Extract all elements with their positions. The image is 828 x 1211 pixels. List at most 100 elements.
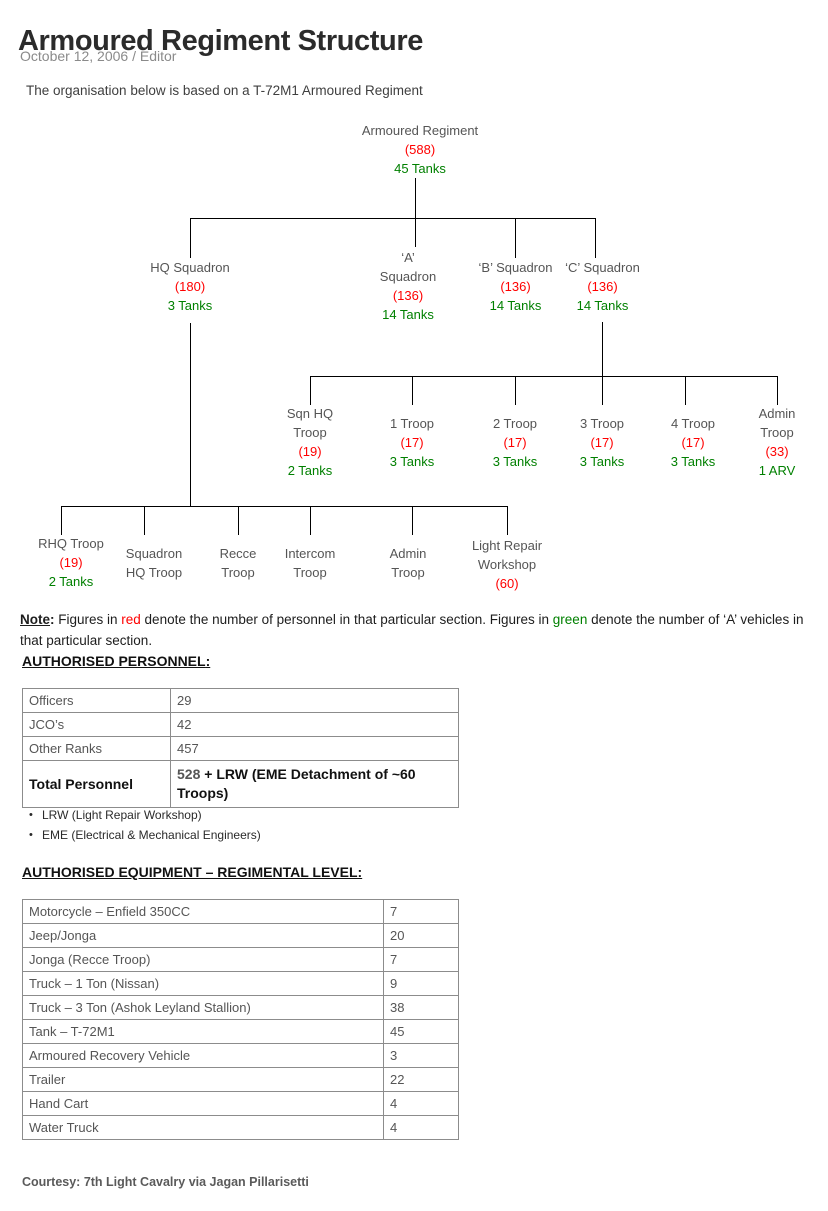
- section-heading-text: AUTHORISED PERSONNEL: [22, 653, 206, 669]
- legend-note: Note: Figures in red denote the number o…: [20, 609, 820, 651]
- total-suffix: + LRW (EME Detachment of ~60 Troops): [177, 766, 416, 801]
- connector-drop-admin-troop-hq: [412, 506, 413, 535]
- row-value: 4: [383, 1091, 459, 1116]
- node-label: 4 Troop: [670, 416, 716, 431]
- node-personnel: (19): [298, 444, 322, 459]
- list-item: LRW (Light Repair Workshop): [29, 805, 261, 825]
- connector-hq-squadron-trunk: [190, 323, 191, 506]
- table-row: Water Truck 4: [22, 1115, 459, 1140]
- node-personnel: (17): [681, 435, 705, 450]
- connector-drop-squadron-hq-troop: [144, 506, 145, 535]
- section-heading-personnel: AUTHORISED PERSONNEL:: [22, 653, 210, 669]
- node-label-line1: Squadron: [125, 546, 183, 561]
- node-label-line1: Light Repair: [471, 538, 543, 553]
- table-row: Tank – T-72M1 45: [22, 1019, 459, 1044]
- node-rhq-troop: RHQ Troop (19) 2 Tanks: [16, 534, 126, 591]
- node-hq-squadron: HQ Squadron (180) 3 Tanks: [110, 258, 270, 315]
- node-a-squadron: ‘A’ Squadron (136) 14 Tanks: [358, 248, 458, 324]
- node-personnel: (33): [765, 444, 789, 459]
- table-row: Jeep/Jonga 20: [22, 923, 459, 948]
- node-4-troop: 4 Troop (17) 3 Tanks: [645, 414, 741, 471]
- node-personnel: (17): [590, 435, 614, 450]
- row-value: 457: [170, 736, 459, 761]
- row-value: 20: [383, 923, 459, 948]
- node-vehicles: 14 Tanks: [576, 298, 629, 313]
- connector-level2-bar: [190, 218, 596, 219]
- node-1-troop: 1 Troop (17) 3 Tanks: [364, 414, 460, 471]
- node-label-line2: Troop: [293, 425, 327, 440]
- note-part2: denote the number of personnel in that p…: [140, 611, 553, 627]
- row-label: Motorcycle – Enfield 350CC: [22, 899, 384, 924]
- node-b-squadron: ‘B’ Squadron (136) 14 Tanks: [448, 258, 583, 315]
- connector-level3-bar: [310, 376, 778, 377]
- section-heading-colon: :: [357, 864, 363, 880]
- table-row-total: Total Personnel 528 + LRW (EME Detachmen…: [22, 760, 459, 808]
- connector-drop-light-repair-workshop: [507, 506, 508, 535]
- node-label-line2: Troop: [760, 425, 794, 440]
- node-admin-troop-squadron: Admin Troop (33) 1 ARV: [734, 404, 820, 480]
- row-value: 45: [383, 1019, 459, 1044]
- node-label-line2: Troop: [391, 565, 425, 580]
- node-vehicles: 3 Tanks: [492, 454, 538, 469]
- node-2-troop: 2 Troop (17) 3 Tanks: [467, 414, 563, 471]
- connector-drop-intercom-troop: [310, 506, 311, 535]
- authorised-personnel-table: Officers 29 JCO’s 42 Other Ranks 457 Tot…: [22, 688, 459, 808]
- node-label-line1: Sqn HQ: [286, 406, 334, 421]
- row-label: Other Ranks: [22, 736, 171, 761]
- row-value: 22: [383, 1067, 459, 1092]
- node-label-line1: ‘A’: [401, 250, 415, 265]
- node-label-line2: Workshop: [477, 557, 537, 572]
- connector-drop-3-troop: [602, 376, 603, 405]
- byline-separator: /: [132, 48, 136, 64]
- node-label: Armoured Regiment: [361, 123, 479, 138]
- node-personnel: (17): [400, 435, 424, 450]
- node-label-line2: Troop: [293, 565, 327, 580]
- row-value: 9: [383, 971, 459, 996]
- node-label-line1: Admin: [389, 546, 427, 561]
- authorised-equipment-table: Motorcycle – Enfield 350CC 7 Jeep/Jonga …: [22, 899, 459, 1140]
- acronym-list: LRW (Light Repair Workshop) EME (Electri…: [20, 805, 261, 845]
- byline: October 12, 2006 / Editor: [20, 48, 176, 64]
- courtesy-line: Courtesy: 7th Light Cavalry via Jagan Pi…: [22, 1175, 309, 1189]
- connector-drop-c-squadron: [595, 218, 596, 258]
- row-label: Water Truck: [22, 1115, 384, 1140]
- node-label: 1 Troop: [389, 416, 435, 431]
- post-author[interactable]: Editor: [139, 48, 177, 64]
- node-squadron-hq-troop: Squadron HQ Troop: [104, 544, 204, 582]
- node-label: 3 Troop: [579, 416, 625, 431]
- row-label: Trailer: [22, 1067, 384, 1092]
- node-label: ‘C’ Squadron: [565, 260, 640, 275]
- node-label: ‘B’ Squadron: [478, 260, 553, 275]
- node-vehicles: 3 Tanks: [579, 454, 625, 469]
- row-label: Armoured Recovery Vehicle: [22, 1043, 384, 1068]
- intro-text: The organisation below is based on a T-7…: [26, 83, 423, 98]
- node-recce-troop: Recce Troop: [196, 544, 280, 582]
- row-value: 42: [170, 712, 459, 737]
- connector-drop-2-troop: [515, 376, 516, 405]
- row-label: Truck – 1 Ton (Nissan): [22, 971, 384, 996]
- node-label-line1: Recce: [219, 546, 257, 561]
- node-personnel: (17): [503, 435, 527, 450]
- connector-drop-hq-squadron: [190, 218, 191, 258]
- connector-drop-admin-troop: [777, 376, 778, 405]
- connector-drop-b-squadron: [515, 218, 516, 258]
- section-heading-text: AUTHORISED EQUIPMENT – REGIMENTAL LEVEL: [22, 864, 358, 880]
- node-vehicles: 3 Tanks: [167, 298, 213, 313]
- node-personnel: (180): [174, 279, 206, 294]
- node-intercom-troop: Intercom Troop: [262, 544, 358, 582]
- node-label: 2 Troop: [492, 416, 538, 431]
- node-label: RHQ Troop: [38, 536, 104, 551]
- row-value: 7: [383, 947, 459, 972]
- node-label-line1: Admin: [758, 406, 796, 421]
- note-colon: :: [50, 611, 55, 627]
- row-label: Tank – T-72M1: [22, 1019, 384, 1044]
- node-label: HQ Squadron: [150, 260, 230, 275]
- note-part3: denote the number of ‘A’ vehicles in tha…: [20, 611, 804, 648]
- org-chart: Armoured Regiment (588) 45 Tanks HQ Squa…: [0, 0, 828, 600]
- table-row: Trailer 22: [22, 1067, 459, 1092]
- note-red-word: red: [121, 611, 141, 627]
- node-personnel: (60): [495, 576, 519, 591]
- node-label-line2: Troop: [221, 565, 255, 580]
- row-value: 38: [383, 995, 459, 1020]
- row-value: 4: [383, 1115, 459, 1140]
